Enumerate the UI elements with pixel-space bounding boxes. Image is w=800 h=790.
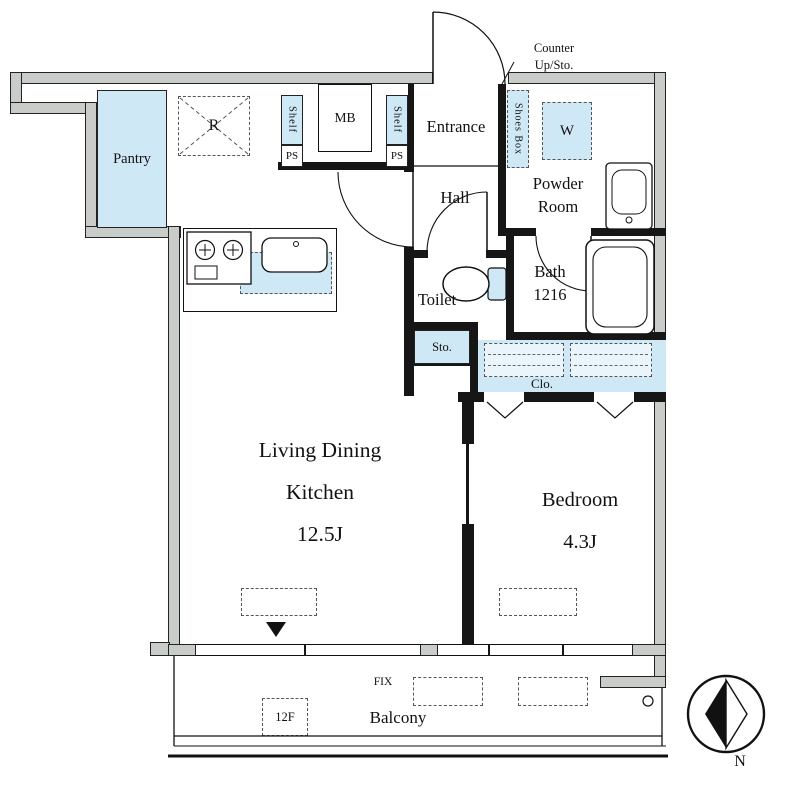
outer-wall-bottom-right-step [600, 676, 666, 688]
ldk-bedroom-sliding-door [466, 444, 469, 524]
washer-label: W [559, 122, 575, 139]
meter-box-label: MB [334, 110, 356, 125]
closet-shelf-right [570, 343, 652, 377]
bedroom-size-label: 4.3J [563, 530, 597, 553]
kitchen-counter-highlight [240, 252, 332, 294]
entrance-door [432, 11, 506, 85]
shelf-right: Shelf [386, 95, 408, 145]
balcony-equipment-right [518, 677, 588, 706]
window-mullion-fix [488, 644, 490, 656]
refrigerator-label: R [208, 117, 220, 134]
fix-window-label: FIX [373, 675, 393, 688]
bathtub-icon [585, 239, 655, 335]
ldk-label-line2: Kitchen [285, 479, 355, 504]
shelf-right-label: Shelf [391, 106, 403, 134]
toilet-bath-wall [506, 236, 514, 340]
entrance-left-wall [408, 84, 414, 172]
closet-label: Clo. [530, 376, 554, 391]
powder-room-label: Powder Room [532, 174, 584, 216]
closet-door-marks [486, 401, 634, 419]
shelf-left: Shelf [281, 95, 303, 145]
ldk-bedroom-wall-upper [462, 392, 474, 444]
window-stub-right [632, 644, 666, 656]
closet-shelf-left [484, 343, 564, 377]
north-compass [686, 674, 766, 754]
ldk-bedroom-wall-lower [462, 524, 474, 644]
hall-ldk-door [337, 171, 414, 248]
window-stub-left [168, 644, 196, 656]
bedroom-ceiling-light [499, 588, 577, 616]
pipe-space-right-label: PS [390, 150, 404, 162]
pipe-space-right: PS [386, 145, 408, 167]
bath-closet-wall [506, 332, 666, 340]
pantry-left-wall [85, 102, 97, 238]
storage-bottom-line [414, 364, 470, 366]
ldk-left-wall [168, 226, 180, 656]
direction-triangle [266, 622, 286, 637]
kitchen-top-wall [278, 162, 412, 170]
south-window-band [168, 644, 666, 656]
outer-wall-bottom-left-stub [150, 642, 170, 656]
balcony-equipment-left [413, 677, 483, 706]
closet-hanger-line [488, 354, 560, 355]
powder-bath-wall-a [498, 228, 536, 236]
closet-hanger-line [488, 365, 560, 366]
hall-left-wall-main [404, 247, 414, 396]
outer-wall-top-left [10, 72, 433, 84]
closet-hanger-line [574, 354, 648, 355]
floor-tag-box: 12F [262, 698, 308, 736]
hall-toilet-wall-b [486, 250, 506, 258]
refrigerator-space [178, 96, 250, 156]
powder-bath-wall-b [591, 228, 666, 236]
storage-area: Sto. [414, 330, 470, 364]
floor-tag-label: 12F [275, 709, 295, 724]
pipe-space-left-label: PS [285, 150, 299, 162]
pantry-area [97, 90, 167, 228]
ldk-ceiling-light [241, 588, 317, 616]
closet-hanger-line [574, 365, 648, 366]
storage-label: Sto. [432, 339, 452, 354]
ldk-label-line1: Living Dining [258, 437, 382, 462]
storage-right-wall [470, 322, 478, 402]
balcony-label: Balcony [369, 708, 427, 727]
closet-bottom-wall-c [634, 392, 666, 402]
window-stub-middle [420, 644, 438, 656]
hall-left-wall-stub [404, 162, 414, 172]
bedroom-label: Bedroom [541, 488, 619, 511]
counter-note: Counter Up/Sto. [514, 40, 594, 76]
bath-label: Bath 1216 [533, 262, 567, 304]
counter-note-line2: Up/Sto. [534, 58, 574, 72]
window-mullion-bedroom [562, 644, 564, 656]
shoes-box: Shoes Box [507, 90, 529, 168]
washstand-icon [605, 162, 653, 230]
toilet-label: Toilet [417, 290, 457, 309]
hall-label: Hall [440, 188, 470, 207]
entrance-powder-wall [498, 84, 506, 232]
north-label: N [734, 753, 746, 770]
pantry-label: Pantry [113, 150, 151, 167]
hall-toilet-wall-a [404, 250, 428, 258]
shelf-left-label: Shelf [286, 106, 298, 134]
ldk-size-label: 12.5J [297, 521, 343, 546]
counter-note-line1: Counter [533, 41, 575, 55]
pipe-space-left: PS [281, 145, 303, 167]
storage-top-wall [404, 322, 470, 330]
closet-bottom-wall-b [524, 392, 594, 402]
washer-space: W [542, 102, 592, 160]
shoes-box-label: Shoes Box [512, 102, 524, 156]
meter-box: MB [318, 84, 372, 152]
entrance-label: Entrance [426, 117, 486, 136]
window-mullion-ldk [304, 644, 306, 656]
